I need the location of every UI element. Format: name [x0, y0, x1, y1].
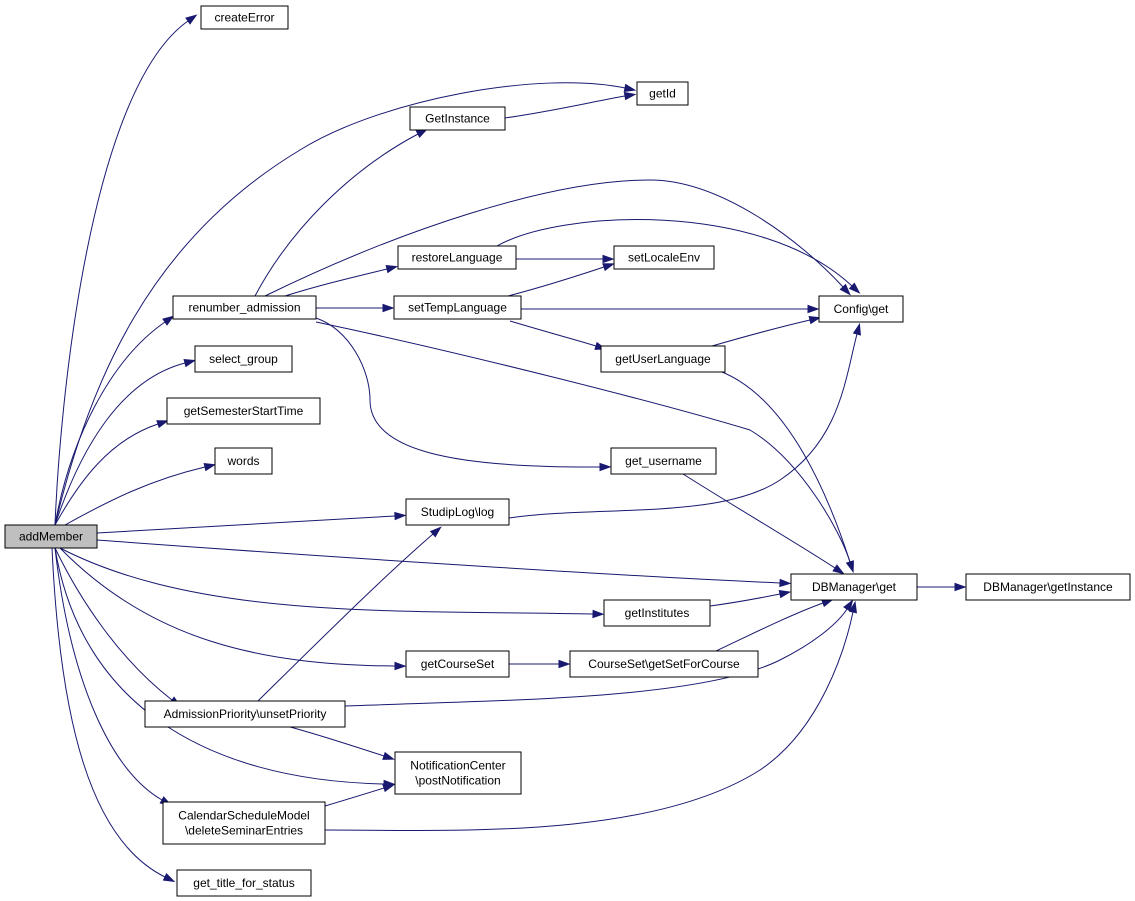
node-createerror[interactable]: createError	[200, 5, 289, 30]
node-label: getCourseSet	[421, 657, 495, 671]
node-getsemesterstarttime[interactable]: getSemesterStartTime	[166, 397, 321, 425]
edge-DBManager_get-to-DBManager_getInstance	[917, 582, 967, 592]
node-addmember[interactable]: addMember	[4, 524, 98, 549]
node-restorelanguage[interactable]: restoreLanguage	[397, 245, 517, 270]
node-studiplog-log[interactable]: StudipLog\log	[405, 498, 510, 526]
node-getinstitutes[interactable]: getInstitutes	[603, 599, 711, 627]
node-config-get[interactable]: Config\get	[818, 295, 904, 323]
node-label: restoreLanguage	[412, 251, 503, 265]
node-settemplanguage[interactable]: setTempLanguage	[393, 295, 522, 320]
node-label: Config\get	[834, 302, 889, 316]
node-courseset-getsetforcourse[interactable]: CourseSet\getSetForCourse	[569, 650, 759, 678]
edge-get_username-to-DBManager_get	[682, 473, 845, 575]
edge-addMember-to-get_title_for_status	[51, 547, 176, 883]
edge-getUserLanguage-to-DBManager_get	[721, 371, 854, 573]
node-get-username[interactable]: get_username	[610, 447, 717, 475]
edge-addMember-to-getId	[54, 82, 637, 526]
edge-addMember-to-NotificationCenter_postNotification	[54, 547, 396, 789]
edge-getInstitutes-to-DBManager_get	[709, 590, 792, 607]
node-label: DBManager\get	[812, 580, 897, 594]
edge-renumber_admission-to-Config_get	[264, 179, 851, 297]
edge-addMember-to-getSemesterStartTime	[54, 420, 169, 526]
edge-restoreLanguage-to-Config_get	[496, 219, 861, 294]
node-label: getUserLanguage	[615, 352, 711, 366]
node-label: setLocaleEnv	[628, 251, 700, 265]
edge-addMember-to-getCourseSet	[59, 547, 407, 671]
node-label: setTempLanguage	[408, 301, 507, 315]
node-label: get_title_for_status	[193, 876, 294, 890]
node-label: StudipLog\log	[421, 505, 494, 519]
edge-StudipLog_log-to-Config_get	[508, 322, 861, 519]
node-label: GetInstance	[425, 112, 490, 126]
node-dbmanager-get[interactable]: DBManager\get	[790, 573, 918, 601]
node-label: words	[226, 454, 259, 468]
node-renumber-admission[interactable]: renumber_admission	[172, 295, 317, 320]
node-getid[interactable]: getId	[636, 81, 689, 106]
node-label: \deleteSeminarEntries	[185, 824, 303, 838]
node-get-title-for-status[interactable]: get_title_for_status	[176, 869, 312, 897]
edge-addMember-to-words	[64, 463, 217, 526]
edge-renumber_admission-to-get_username	[315, 317, 612, 472]
node-label: CourseSet\getSetForCourse	[588, 657, 740, 671]
edge-addMember-to-createError	[54, 14, 198, 526]
edge-AdmissionPriority_unsetPriority-to-NotificationCenter_postNotification	[289, 726, 395, 760]
edge-layer	[51, 14, 967, 883]
node-admissionpriority-unsetpriority[interactable]: AdmissionPriority\unsetPriority	[144, 700, 346, 728]
node-words[interactable]: words	[214, 447, 273, 475]
node-label: NotificationCenter	[410, 759, 505, 773]
edge-addMember-to-CalendarScheduleModel_deleteSeminarEntries	[54, 547, 173, 806]
edge-renumber_admission-to-GetInstance	[254, 128, 429, 297]
edge-setTempLanguage-to-Config_get	[521, 304, 820, 314]
node-label: createError	[214, 11, 274, 25]
edge-GetInstance-to-getId	[504, 91, 637, 119]
node-label: DBManager\getInstance	[983, 580, 1113, 594]
edge-addMember-to-renumber_admission	[54, 315, 175, 526]
node-select-group[interactable]: select_group	[194, 345, 293, 373]
edge-CourseSet_getSetForCourse-to-DBManager_get	[715, 599, 834, 652]
edge-getCourseSet-to-CourseSet_getSetForCourse	[509, 659, 571, 669]
edge-setTempLanguage-to-setLocaleEnv	[507, 263, 615, 297]
node-notificationcenter-postnotification[interactable]: NotificationCenter\postNotification	[394, 751, 522, 795]
edge-CalendarScheduleModel_deleteSeminarEntries-to-NotificationCenter_postNotification	[324, 784, 395, 807]
node-dbmanager-getinstance[interactable]: DBManager\getInstance	[965, 573, 1131, 601]
node-setlocaleenv[interactable]: setLocaleEnv	[613, 245, 715, 270]
edge-setTempLanguage-to-getUserLanguage	[509, 320, 607, 350]
edge-AdmissionPriority_unsetPriority-to-DBManager_get	[344, 599, 854, 707]
node-label: getId	[649, 87, 676, 101]
node-label: renumber_admission	[188, 301, 300, 315]
node-label: CalendarScheduleModel	[178, 809, 309, 823]
node-label: select_group	[209, 352, 278, 366]
node-getinstance[interactable]: GetInstance	[409, 106, 506, 131]
node-label: addMember	[19, 530, 83, 544]
edge-renumber_admission-to-DBManager_get	[315, 321, 854, 573]
node-label: \postNotification	[415, 774, 500, 788]
edge-addMember-to-select_group	[54, 359, 197, 526]
node-label: getSemesterStartTime	[184, 404, 304, 418]
node-label: getInstitutes	[625, 606, 690, 620]
node-getuserlanguage[interactable]: getUserLanguage	[600, 345, 726, 373]
node-getcourseset[interactable]: getCourseSet	[405, 650, 510, 678]
edge-restoreLanguage-to-setLocaleEnv	[516, 254, 615, 264]
node-calendarschedulemodel-deleteseminarentries[interactable]: CalendarScheduleModel\deleteSeminarEntri…	[162, 801, 326, 845]
node-label: get_username	[625, 454, 702, 468]
edge-renumber_admission-to-setTempLanguage	[315, 303, 395, 313]
edge-renumber_admission-to-restoreLanguage	[284, 265, 399, 297]
edge-AdmissionPriority_unsetPriority-to-StudipLog_log	[257, 526, 442, 702]
edge-addMember-to-DBManager_get	[96, 539, 792, 588]
edge-CalendarScheduleModel_deleteSeminarEntries-to-DBManager_get	[324, 600, 857, 831]
edge-getUserLanguage-to-Config_get	[711, 316, 822, 347]
edge-addMember-to-getInstitutes	[59, 547, 605, 619]
node-label: AdmissionPriority\unsetPriority	[164, 707, 327, 721]
edge-addMember-to-StudipLog_log	[96, 511, 407, 534]
